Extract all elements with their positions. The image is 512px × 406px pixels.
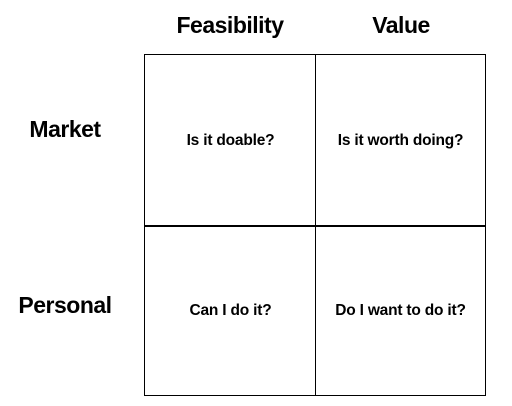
cell-market-value-text: Is it worth doing?: [337, 131, 464, 149]
cell-personal-feasibility-text: Can I do it?: [189, 301, 272, 319]
matrix-grid: Is it doable? Is it worth doing? Can I d…: [144, 54, 486, 396]
cell-personal-feasibility: Can I do it?: [145, 226, 316, 395]
cell-market-value: Is it worth doing?: [316, 55, 485, 226]
grid-horizontal-divider: [145, 225, 485, 227]
row-header-personal: Personal: [18, 292, 112, 318]
cell-market-feasibility: Is it doable?: [145, 55, 316, 226]
column-header-feasibility: Feasibility: [176, 12, 284, 38]
cell-market-feasibility-text: Is it doable?: [186, 131, 275, 149]
column-header-value: Value: [372, 12, 430, 38]
row-header-market: Market: [29, 116, 101, 142]
cell-personal-value: Do I want to do it?: [316, 226, 485, 395]
cell-personal-value-text: Do I want to do it?: [335, 301, 466, 319]
